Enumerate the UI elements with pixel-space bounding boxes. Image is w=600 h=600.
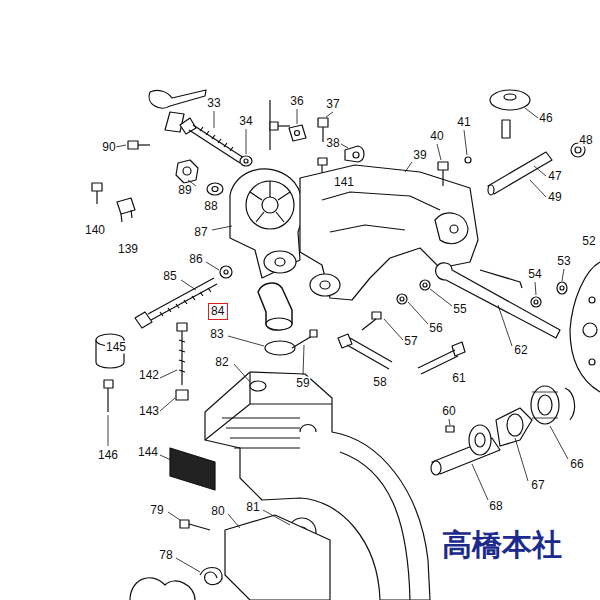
callout-number: 88 bbox=[203, 200, 218, 213]
callout-number: 142 bbox=[138, 369, 160, 382]
callout-number: 62 bbox=[513, 344, 528, 357]
callout-number: 47 bbox=[547, 170, 562, 183]
callout-number: 86 bbox=[188, 253, 203, 266]
callout-number: 87 bbox=[193, 226, 208, 239]
callout-number: 78 bbox=[158, 549, 173, 562]
callout-number: 36 bbox=[289, 95, 304, 108]
callout-number: 145 bbox=[105, 341, 127, 354]
callout-number: 57 bbox=[403, 335, 418, 348]
callout-number: 61 bbox=[451, 372, 466, 385]
callout-number: 84 bbox=[211, 305, 225, 318]
callout-number: 58 bbox=[372, 376, 387, 389]
callout-number: 83 bbox=[209, 328, 224, 341]
callout-number: 67 bbox=[530, 479, 545, 492]
callout-number: 34 bbox=[238, 115, 253, 128]
callout-number: 85 bbox=[162, 270, 177, 283]
watermark: 高橋本社 bbox=[441, 528, 563, 562]
callout-number: 141 bbox=[333, 176, 355, 189]
callout-number: 140 bbox=[84, 224, 106, 237]
callout-number: 143 bbox=[138, 405, 160, 418]
callout-number: 139 bbox=[117, 243, 139, 256]
callout-number: 144 bbox=[137, 446, 159, 459]
callout-number: 81 bbox=[245, 501, 260, 514]
callout-number: 146 bbox=[97, 449, 119, 462]
callout-number: 60 bbox=[441, 405, 456, 418]
callout-number: 54 bbox=[527, 268, 542, 281]
callout-number: 80 bbox=[210, 505, 225, 518]
callout-number: 56 bbox=[428, 322, 443, 335]
callout-number: 55 bbox=[452, 303, 467, 316]
callout-number: 46 bbox=[538, 112, 553, 125]
callout-number: 90 bbox=[101, 141, 116, 154]
callout-number: 82 bbox=[214, 356, 229, 369]
callout-number: 59 bbox=[295, 377, 310, 390]
callout-number: 38 bbox=[325, 137, 340, 150]
callout-number: 68 bbox=[488, 500, 503, 513]
callout-number: 37 bbox=[325, 98, 340, 111]
callout-number: 41 bbox=[456, 116, 471, 129]
callout-number: 52 bbox=[581, 235, 596, 248]
highlight-box: 84 bbox=[208, 303, 228, 320]
callout-number: 89 bbox=[177, 184, 192, 197]
callout-number: 33 bbox=[206, 97, 221, 110]
callout-number: 79 bbox=[149, 504, 164, 517]
callout-number: 66 bbox=[569, 458, 584, 471]
callout-number: 48 bbox=[578, 134, 593, 147]
callout-number: 39 bbox=[412, 149, 427, 162]
callout-number: 53 bbox=[556, 255, 571, 268]
callout-number: 49 bbox=[547, 191, 562, 204]
callout-number: 40 bbox=[429, 130, 444, 143]
